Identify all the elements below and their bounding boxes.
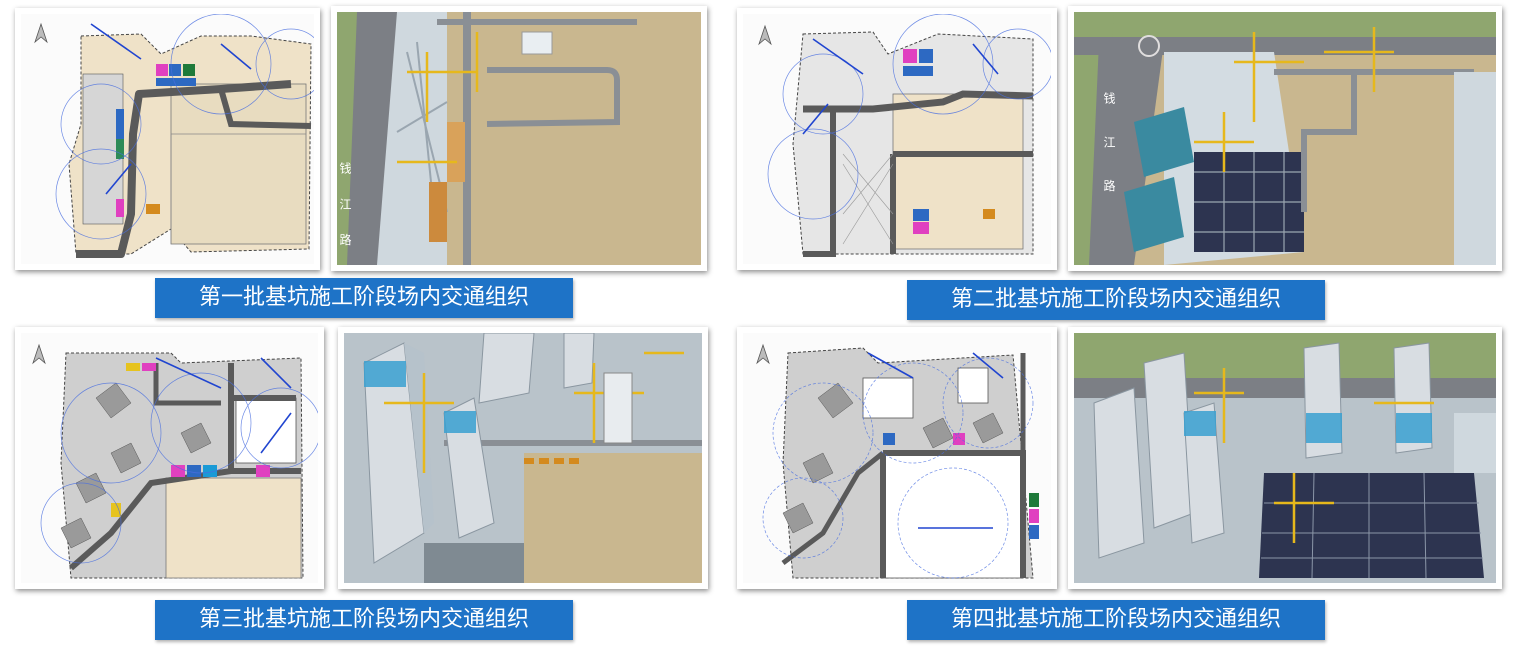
site-plan-3	[15, 327, 324, 589]
aerial-view-2: 钱 江 路	[1068, 6, 1502, 271]
aerial-view-4-render	[1074, 333, 1496, 583]
caption-3: 第三批基坑施工阶段场内交通组织	[155, 600, 573, 640]
aerial-view-1-render: 钱 江 路	[337, 12, 701, 265]
tower-cluster	[1093, 342, 1433, 559]
road-label-1: 钱 江 路	[338, 161, 352, 256]
aerial-view-1: 钱 江 路	[331, 6, 707, 271]
aerial-view-4	[1068, 327, 1502, 589]
tower-cluster	[363, 333, 595, 564]
aerial-view-3	[338, 327, 708, 589]
site-plan-2	[737, 8, 1057, 270]
site-plan-1-drawing	[21, 14, 314, 264]
caption-4: 第四批基坑施工阶段场内交通组织	[907, 600, 1325, 640]
road-label-2: 钱 江 路	[1102, 91, 1116, 206]
north-arrow-icon	[756, 343, 770, 365]
north-arrow-icon	[758, 24, 772, 46]
north-arrow-icon	[34, 22, 48, 44]
site-plan-3-drawing	[21, 333, 318, 583]
site-plan-1	[15, 8, 320, 270]
site-plan-4-drawing	[743, 333, 1051, 583]
site-plan-2-drawing	[743, 14, 1051, 264]
north-arrow-icon	[32, 343, 46, 365]
site-plan-4	[737, 327, 1057, 589]
aerial-view-2-render: 钱 江 路	[1074, 12, 1496, 265]
aerial-view-3-render	[344, 333, 702, 583]
caption-1: 第一批基坑施工阶段场内交通组织	[155, 278, 573, 318]
caption-2: 第二批基坑施工阶段场内交通组织	[907, 280, 1325, 320]
